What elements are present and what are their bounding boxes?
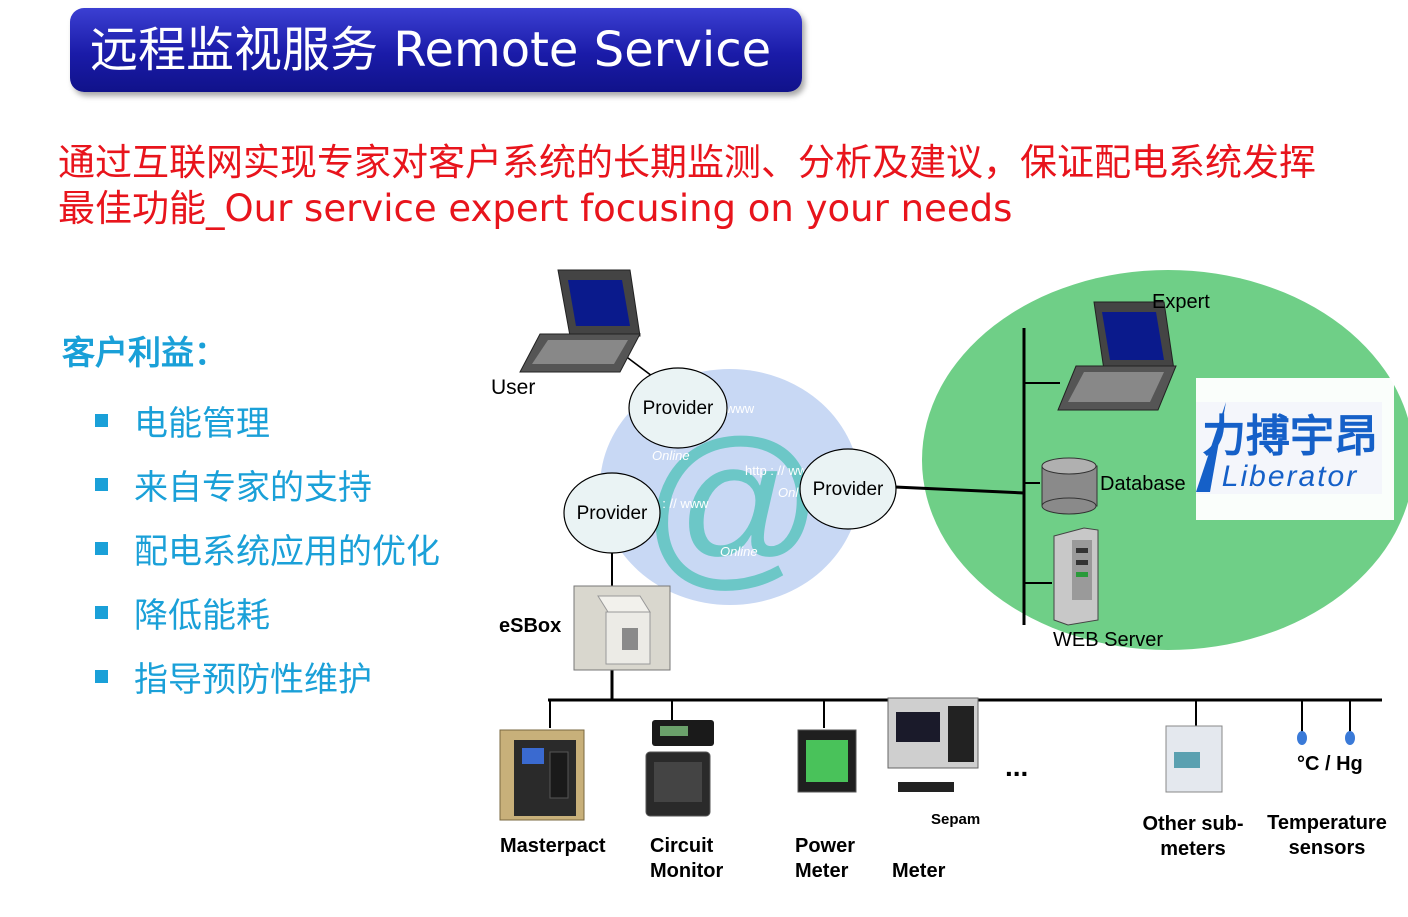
- benefit-item: 来自专家的支持: [95, 452, 440, 516]
- benefit-label: 降低能耗: [134, 595, 270, 636]
- user-label: User: [491, 376, 535, 399]
- liberator-logo: 力搏宇昂 Liberator: [1196, 378, 1394, 520]
- circuit-monitor-label-2: Monitor: [650, 860, 724, 882]
- sub-meters-label-1: Other sub-: [1142, 813, 1243, 835]
- provider-node: Provider: [628, 367, 728, 449]
- temperature-unit-label: °C / Hg: [1297, 753, 1363, 775]
- square-bullet-icon: [95, 541, 108, 555]
- web-server-label: WEB Server: [1053, 629, 1163, 651]
- temperature-probe-icon: [1345, 731, 1355, 745]
- benefit-label: 指导预防性维护: [134, 659, 372, 700]
- subtitle: 通过互联网实现专家对客户系统的长期监测、分析及建议，保证配电系统发挥 最佳功能_…: [58, 140, 1368, 232]
- database-icon: [1041, 457, 1098, 515]
- sub-meters-label-2: meters: [1160, 838, 1226, 860]
- database-label: Database: [1100, 473, 1186, 495]
- internet-text: www: [725, 401, 755, 416]
- expert-laptop-icon: [1057, 301, 1177, 411]
- provider-node: Provider: [799, 448, 897, 530]
- provider-node: Provider: [563, 472, 661, 554]
- square-bullet-icon: [95, 477, 108, 491]
- title-banner: 远程监视服务 Remote Service: [70, 8, 802, 92]
- benefit-item: 电能管理: [95, 388, 440, 452]
- esbox-label: eSBox: [499, 615, 561, 637]
- square-bullet-icon: [95, 413, 108, 427]
- sepam-label: Sepam: [931, 811, 980, 828]
- internet-text: Online: [652, 448, 690, 463]
- temperature-label-1: Temperature: [1267, 812, 1387, 834]
- expert-zone: [922, 270, 1408, 650]
- ellipsis-label: ...: [1005, 751, 1028, 782]
- logo-en-text: Liberator: [1222, 460, 1358, 493]
- internet-text: Onl: [778, 485, 799, 500]
- square-bullet-icon: [95, 605, 108, 619]
- sepam-device-icon: [887, 697, 979, 792]
- benefits-list: 电能管理 来自专家的支持 配电系统应用的优化 降低能耗 指导预防性维护: [95, 388, 440, 708]
- sub-meter-device-icon: [1165, 725, 1223, 793]
- expert-label: Expert: [1152, 291, 1210, 313]
- logo-mark-icon: [1196, 402, 1226, 492]
- subtitle-line-2: 最佳功能_Our service expert focusing on your…: [58, 187, 1013, 230]
- temperature-label-2: sensors: [1289, 837, 1366, 859]
- benefit-item: 降低能耗: [95, 580, 440, 644]
- provider-label: Provider: [643, 398, 714, 419]
- meter-label: Meter: [892, 860, 946, 882]
- internet-text: Online: [720, 544, 758, 559]
- temperature-probe-icon: [1297, 731, 1307, 745]
- esbox-device-icon: [573, 585, 671, 671]
- web-server-icon: [1053, 527, 1099, 626]
- provider-expert-link: [894, 485, 1025, 495]
- benefit-label: 配电系统应用的优化: [134, 531, 440, 572]
- power-meter-device-icon: [797, 729, 857, 793]
- circuit-monitor-device-icon: [645, 720, 714, 817]
- masterpact-device-icon: [499, 729, 585, 821]
- provider-label: Provider: [577, 503, 648, 524]
- benefit-item: 指导预防性维护: [95, 644, 440, 708]
- internet-text: http : // www: [745, 463, 817, 478]
- subtitle-line-1: 通过互联网实现专家对客户系统的长期监测、分析及建议，保证配电系统发挥: [58, 141, 1316, 184]
- logo-cn-text: 力搏宇昂: [1202, 412, 1378, 461]
- square-bullet-icon: [95, 669, 108, 683]
- power-meter-label-2: Meter: [795, 860, 849, 882]
- benefit-label: 来自专家的支持: [134, 467, 372, 508]
- circuit-monitor-label-1: Circuit: [650, 835, 714, 857]
- benefits-heading: 客户利益：: [62, 333, 227, 372]
- power-meter-label-1: Power: [795, 835, 855, 857]
- masterpact-label: Masterpact: [500, 835, 606, 857]
- benefit-item: 配电系统应用的优化: [95, 516, 440, 580]
- user-laptop-icon: [519, 269, 641, 373]
- benefit-label: 电能管理: [134, 403, 270, 444]
- provider-label: Provider: [813, 479, 884, 500]
